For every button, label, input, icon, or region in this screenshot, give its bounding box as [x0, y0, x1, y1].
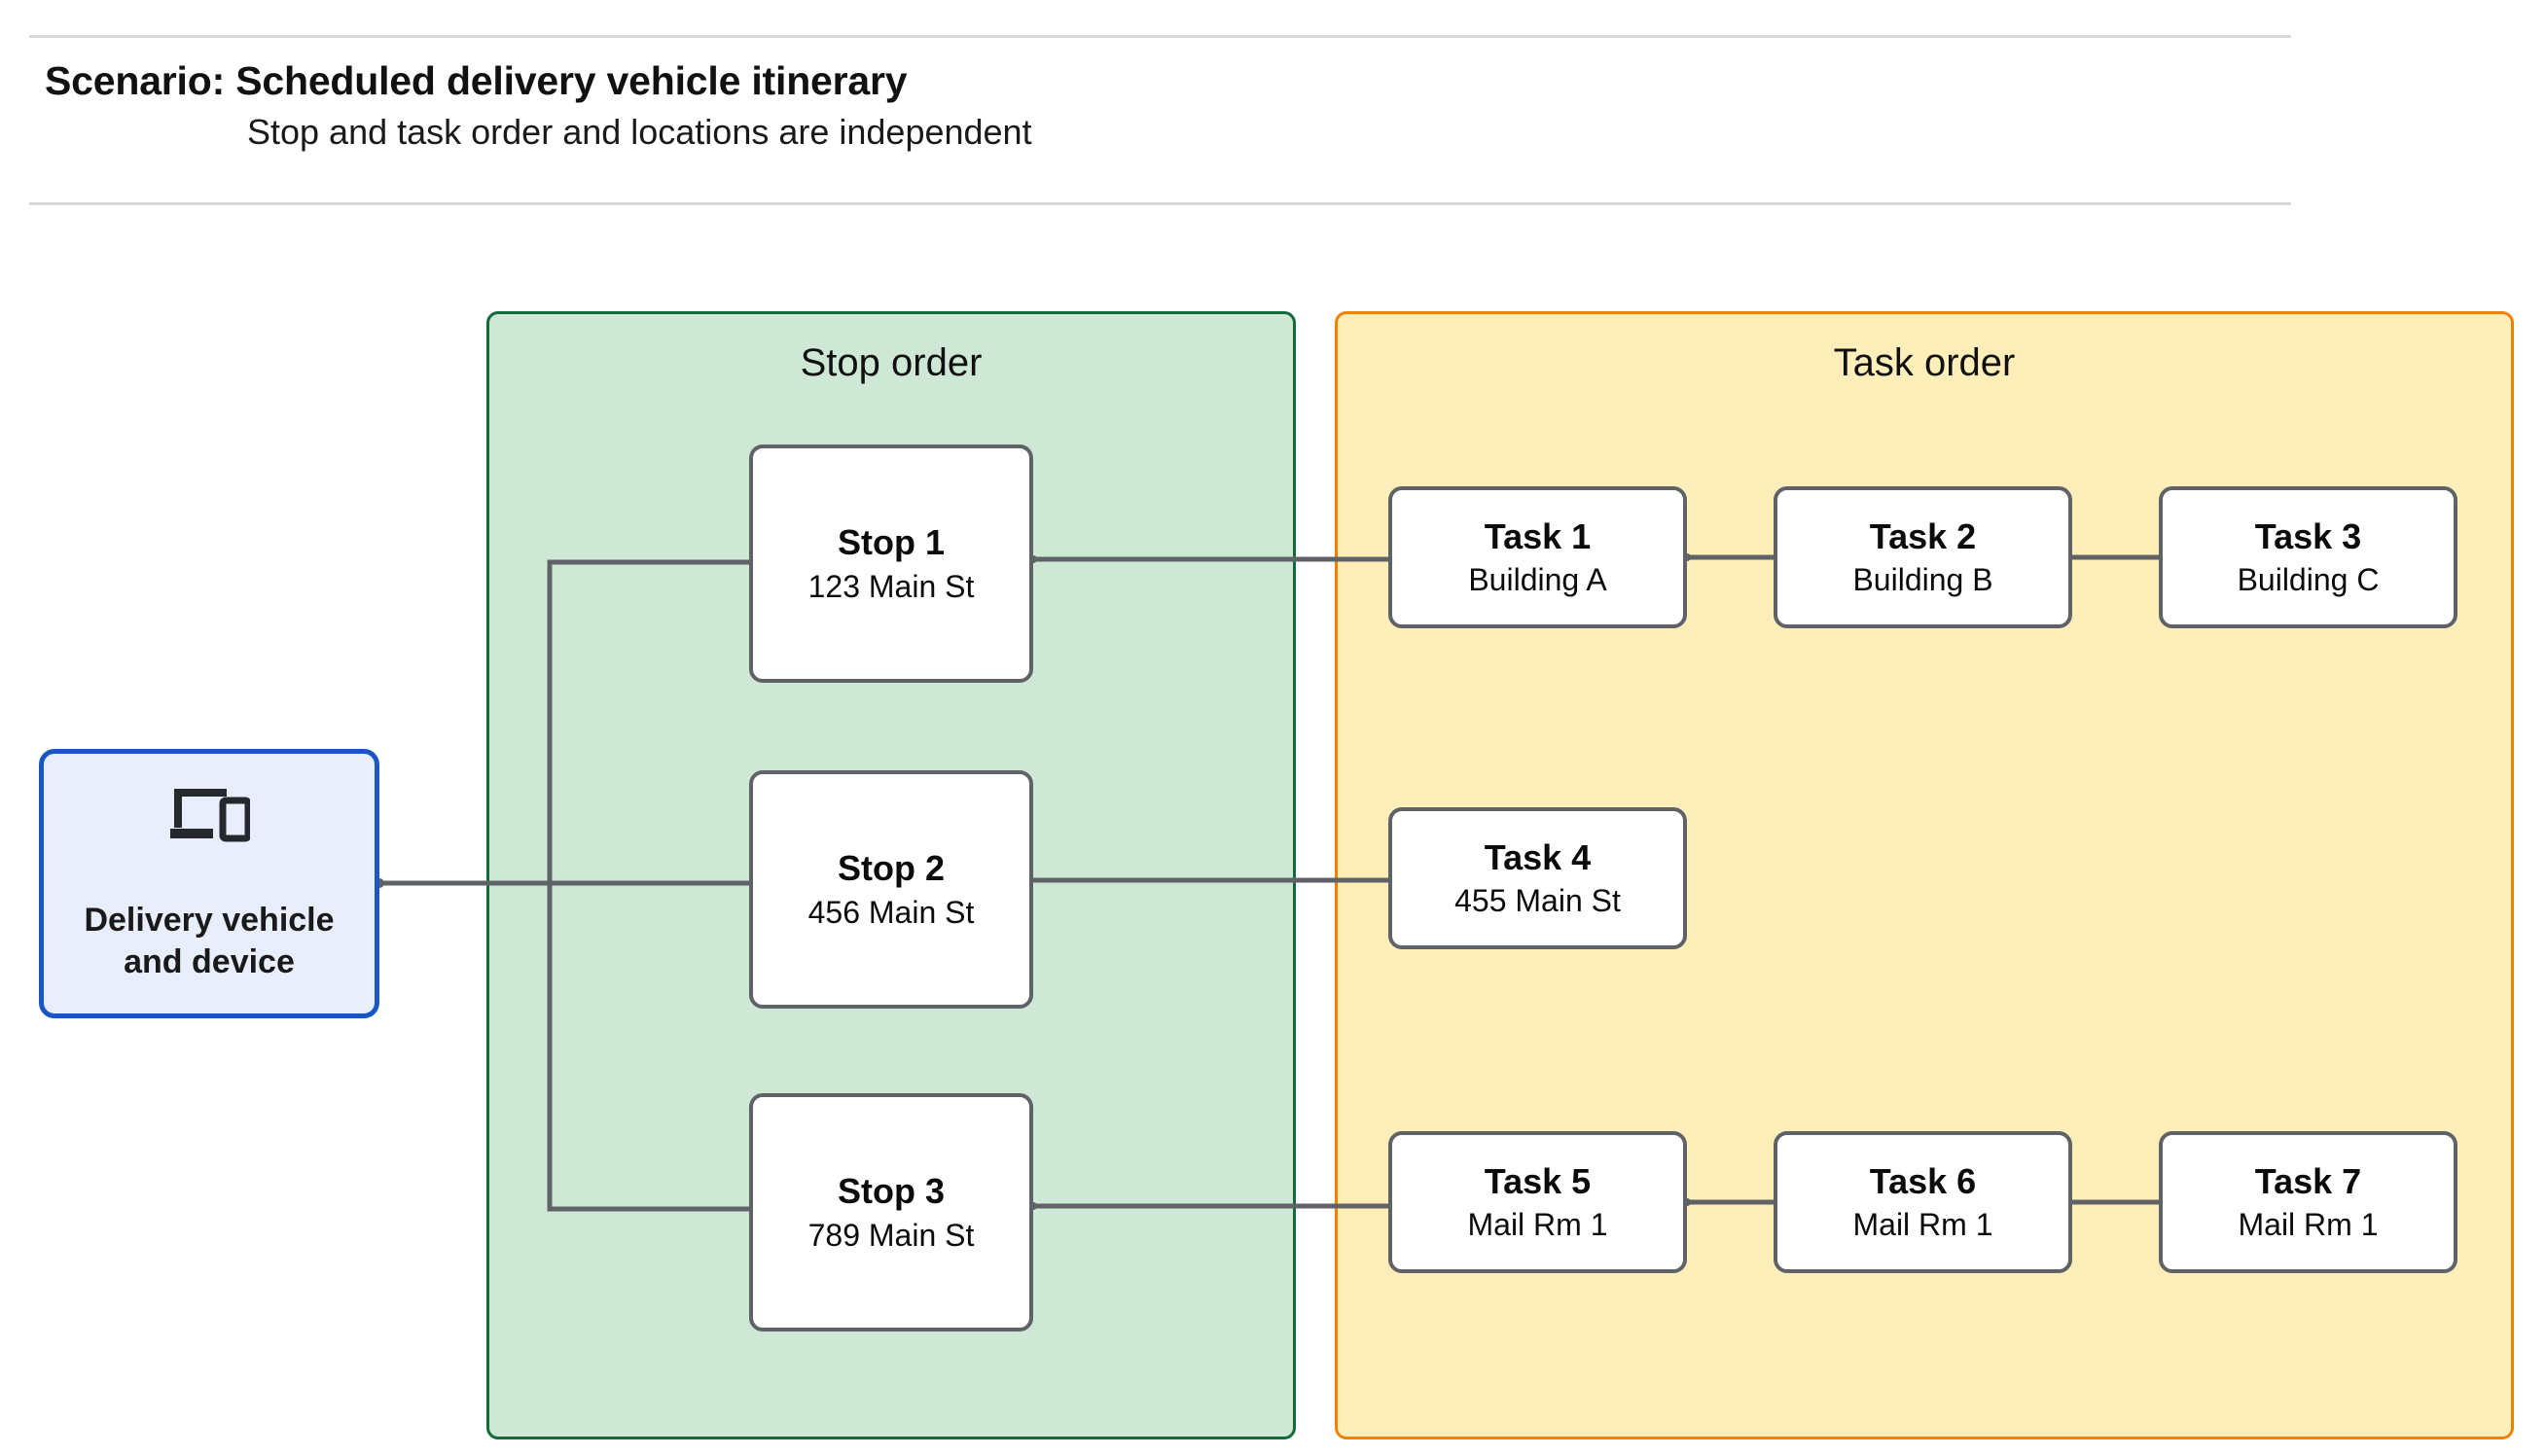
task-location: Building C — [2237, 562, 2380, 598]
stop-title: Stop 2 — [837, 848, 945, 889]
header-rule-bottom — [29, 202, 2291, 205]
page-title: Scenario: Scheduled delivery vehicle iti… — [45, 58, 908, 103]
task-node-4[interactable]: Task 4 455 Main St — [1388, 807, 1687, 949]
task-title: Task 4 — [1484, 836, 1592, 877]
task-location: Mail Rm 1 — [1467, 1207, 1608, 1243]
task-location: Mail Rm 1 — [1852, 1207, 1993, 1243]
task-location: Building B — [1852, 562, 1993, 598]
delivery-vehicle-label: Delivery vehicle and device — [84, 902, 335, 980]
task-title: Task 1 — [1484, 515, 1592, 556]
header: Scenario: Scheduled delivery vehicle iti… — [45, 58, 2282, 153]
task-location: 455 Main St — [1454, 883, 1621, 919]
stop-node-2[interactable]: Stop 2 456 Main St — [749, 770, 1033, 1009]
task-title: Task 3 — [2254, 515, 2362, 556]
devices-icon — [170, 789, 250, 842]
stop-title: Stop 1 — [837, 522, 945, 563]
header-rule-top — [29, 35, 2291, 38]
delivery-vehicle-node[interactable]: Delivery vehicle and device — [39, 749, 379, 1018]
task-node-7[interactable]: Task 7 Mail Rm 1 — [2159, 1131, 2457, 1273]
task-title: Task 2 — [1869, 515, 1977, 556]
stop-node-3[interactable]: Stop 3 789 Main St — [749, 1093, 1033, 1332]
task-node-1[interactable]: Task 1 Building A — [1388, 486, 1687, 628]
task-title: Task 7 — [2254, 1160, 2362, 1201]
task-location: Building A — [1468, 562, 1607, 598]
task-node-5[interactable]: Task 5 Mail Rm 1 — [1388, 1131, 1687, 1273]
stop-address: 789 Main St — [807, 1217, 975, 1253]
stop-address: 123 Main St — [807, 568, 975, 604]
stop-address: 456 Main St — [807, 894, 975, 930]
task-title: Task 6 — [1869, 1160, 1977, 1201]
stop-order-title: Stop order — [800, 341, 983, 384]
task-title: Task 5 — [1484, 1160, 1592, 1201]
task-node-6[interactable]: Task 6 Mail Rm 1 — [1774, 1131, 2072, 1273]
stop-node-1[interactable]: Stop 1 123 Main St — [749, 444, 1033, 683]
task-node-3[interactable]: Task 3 Building C — [2159, 486, 2457, 628]
task-order-title: Task order — [1833, 341, 2016, 384]
stop-title: Stop 3 — [837, 1171, 945, 1212]
page-subtitle: Stop and task order and locations are in… — [247, 112, 1032, 153]
task-location: Mail Rm 1 — [2238, 1207, 2379, 1243]
task-node-2[interactable]: Task 2 Building B — [1774, 486, 2072, 628]
